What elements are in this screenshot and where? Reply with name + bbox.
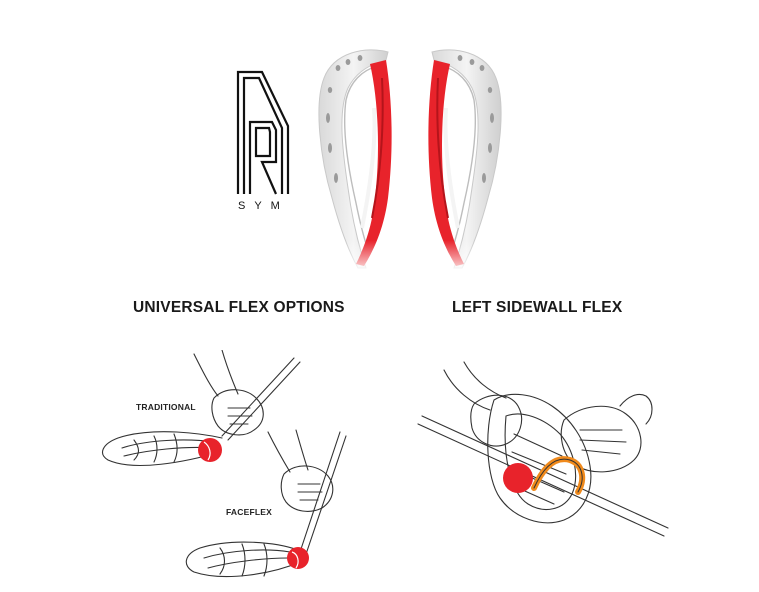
section-title-universal-flex: UNIVERSAL FLEX OPTIONS xyxy=(133,299,345,316)
hand-grip-traditional-icon xyxy=(102,350,301,466)
hand-grip-faceflex-icon xyxy=(185,429,347,577)
label-faceflex: FACEFLEX xyxy=(226,507,272,517)
label-traditional: TRADITIONAL xyxy=(136,402,196,412)
hero-image xyxy=(308,38,512,276)
left-sidewall-flex-illustration xyxy=(414,360,672,550)
lacrosse-head-pair-icon xyxy=(308,38,512,276)
section-title-left-sidewall-flex: LEFT SIDEWALL FLEX xyxy=(452,299,623,316)
sidewall-flex-icon xyxy=(417,361,669,537)
traditional-flex-illustration xyxy=(94,350,314,480)
brand-logo: SYM xyxy=(232,66,294,216)
logo-sub-label: SYM xyxy=(238,200,289,212)
ar-monogram-icon xyxy=(236,70,290,195)
faceflex-illustration xyxy=(180,428,350,584)
